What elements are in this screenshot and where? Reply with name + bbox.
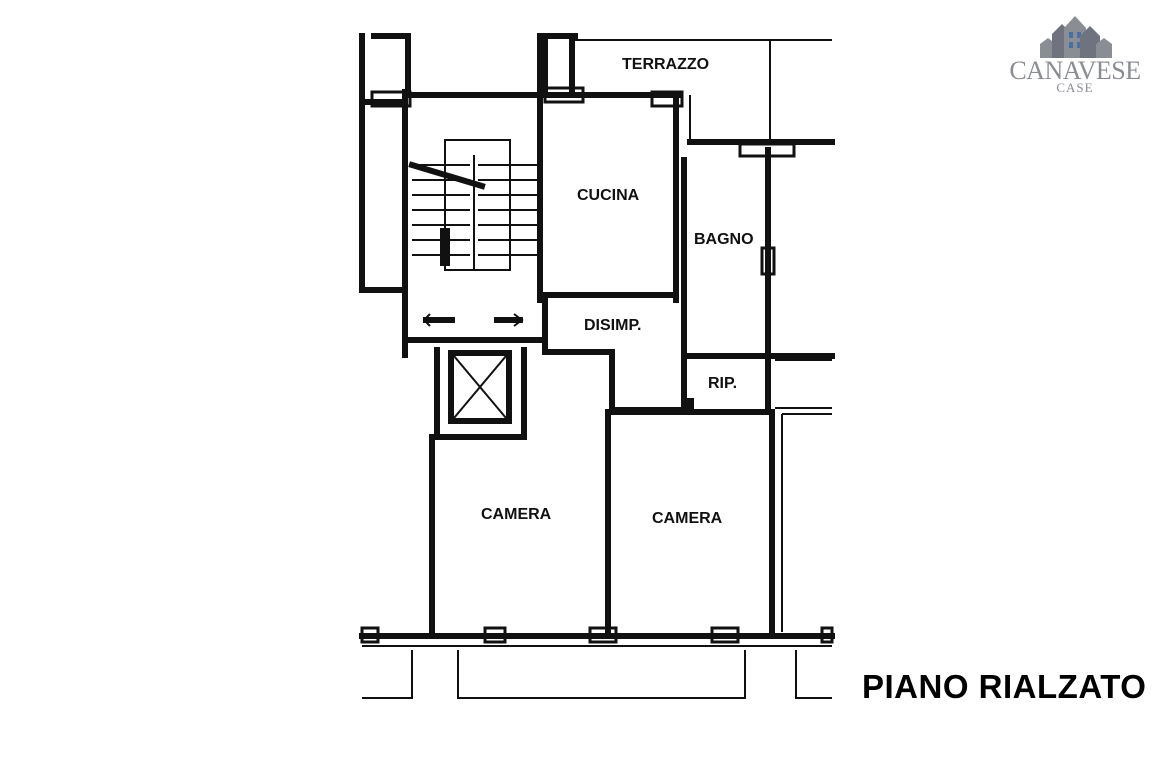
logo-name: CANAVESE — [1009, 56, 1141, 85]
room-label-cucina: CUCINA — [577, 187, 640, 204]
room-label-terrazzo: TERRAZZO — [622, 56, 709, 73]
logo-subtitle: CASE — [1056, 80, 1094, 95]
room-label-camera-left: CAMERA — [481, 506, 552, 523]
walls — [359, 33, 835, 699]
logo: CANAVESE CASE — [1000, 14, 1150, 100]
floor-level-label: PIANO RIALZATO — [862, 668, 1147, 705]
room-label-bagno: BAGNO — [694, 231, 754, 248]
room-label-disimpegno: DISIMP. — [584, 317, 642, 334]
houses-logo-icon — [1040, 16, 1112, 58]
room-label-camera-right: CAMERA — [652, 510, 723, 527]
room-label-ripostiglio: RIP. — [708, 375, 737, 392]
